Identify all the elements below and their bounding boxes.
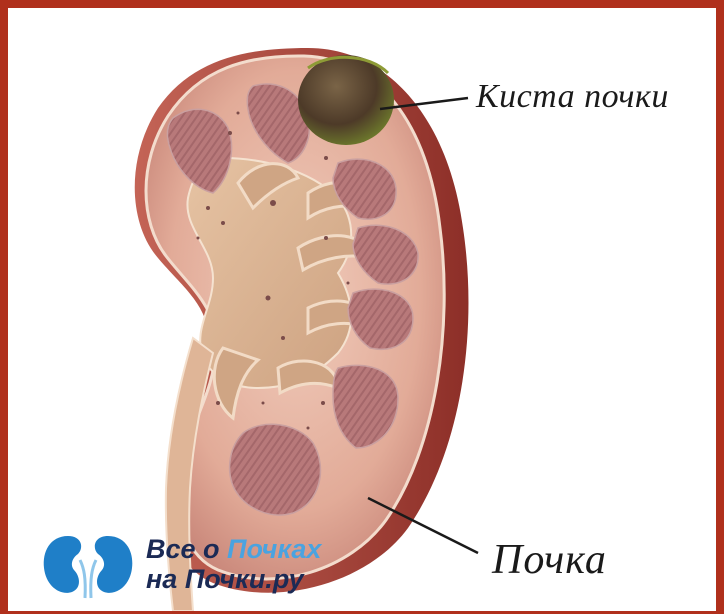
- kidney-cyst: [298, 55, 394, 145]
- kidneys-logo-icon: [38, 530, 138, 600]
- watermark-line2: на Почки.ру: [146, 564, 321, 594]
- cyst-label: Киста почки: [476, 78, 669, 116]
- watermark-prefix: Все о: [146, 534, 220, 564]
- site-watermark: Все о Почках на Почки.ру: [38, 530, 358, 610]
- watermark-highlight: Почках: [227, 534, 321, 564]
- pyramid: [230, 424, 321, 515]
- watermark-text: Все о Почках на Почки.ру: [146, 534, 321, 594]
- kidney-label: Почка: [492, 536, 607, 584]
